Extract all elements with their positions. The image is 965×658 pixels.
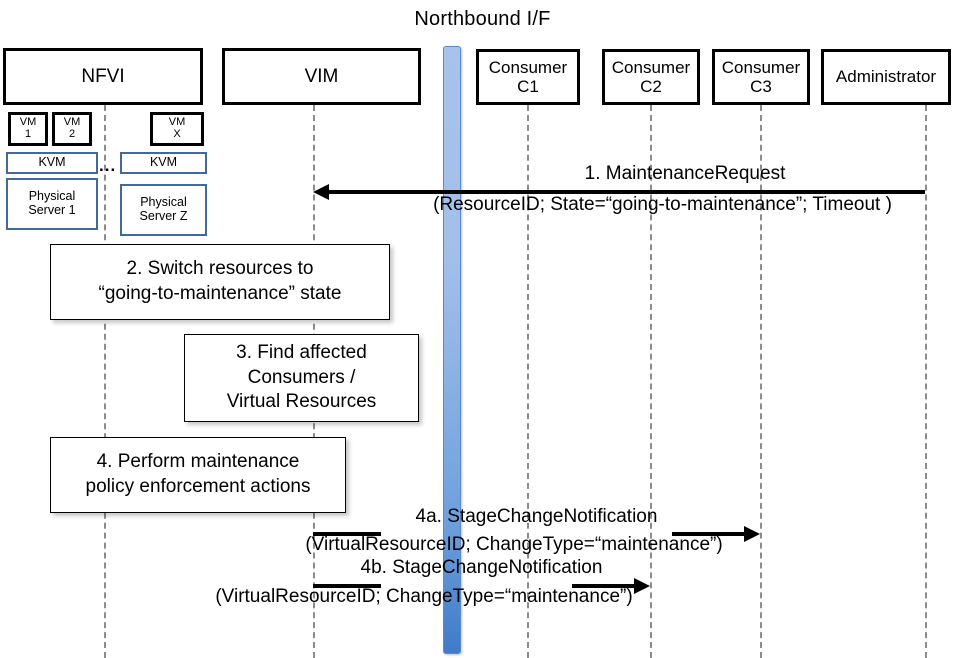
vm-label-2-line1: VM	[63, 116, 81, 129]
message-4b-title: 4b. StageChangeNotification	[360, 557, 603, 578]
message-4b-line-stub	[313, 584, 381, 588]
step-4-line1: 4. Perform maintenance	[96, 451, 300, 473]
lifeline-c2	[650, 105, 652, 658]
message-4a-params: (VirtualResourceID; ChangeType=“maintena…	[305, 534, 723, 555]
vm-box-x[interactable]: VM X	[150, 112, 204, 146]
step-2-line2: “going-to-maintenance” state	[98, 283, 342, 304]
actor-label-consumer-c1-line1: Consumer	[488, 57, 568, 77]
actor-box-consumer-c1[interactable]: Consumer C1	[476, 49, 580, 105]
message-4a-arrowhead	[744, 526, 760, 542]
actor-label-consumer-c2-line1: Consumer	[611, 57, 691, 77]
message-1-line	[325, 190, 925, 194]
physical-server-1-box[interactable]: Physical Server 1	[6, 178, 98, 230]
step-2-line1: 2. Switch resources to	[126, 258, 314, 280]
message-4a-line-stub	[313, 532, 381, 536]
actor-label-consumer-c2-line2: C2	[640, 77, 662, 96]
actor-label-consumer-c3-line1: Consumer	[721, 57, 801, 77]
message-4a-title: 4a. StageChangeNotification	[415, 506, 658, 527]
vm-box-1[interactable]: VM 1	[8, 112, 48, 146]
northbound-interface-bar	[443, 46, 461, 654]
vm-label-1-line1: VM	[19, 116, 37, 129]
actor-label-vim: VIM	[304, 65, 339, 87]
kvm-label-left: KVM	[38, 155, 66, 170]
actor-label-consumer-c1-line2: C1	[517, 77, 539, 96]
physical-server-1-line1: Physical	[28, 189, 76, 204]
message-1-title: 1. MaintenanceRequest	[584, 163, 786, 184]
vm-box-2[interactable]: VM 2	[52, 112, 92, 146]
step-4-line2: policy enforcement actions	[85, 476, 311, 497]
stack-ellipsis: ...	[99, 156, 117, 175]
actor-label-administrator: Administrator	[835, 67, 937, 87]
actor-label-consumer-c3-line2: C3	[750, 77, 772, 96]
step-box-2[interactable]: 2. Switch resources to “going-to-mainten…	[50, 244, 390, 320]
message-1-arrowhead	[313, 184, 329, 200]
actor-box-nfvi[interactable]: NFVI	[3, 48, 203, 105]
message-1-params: (ResourceID; State=“going-to-maintenance…	[433, 194, 892, 215]
actor-box-administrator[interactable]: Administrator	[821, 49, 951, 105]
lifeline-admin	[925, 105, 927, 658]
step-box-3[interactable]: 3. Find affected Consumers / Virtual Res…	[184, 334, 419, 422]
kvm-box-right[interactable]: KVM	[120, 152, 207, 174]
step-3-line1: 3. Find affected	[236, 341, 367, 363]
kvm-label-right: KVM	[149, 155, 178, 170]
diagram-title: Northbound I/F	[414, 8, 551, 30]
message-4b-params: (VirtualResourceID; ChangeType=“maintena…	[215, 586, 633, 607]
lifeline-c3	[760, 105, 762, 658]
step-3-line3: Virtual Resources	[226, 391, 377, 413]
physical-server-z-box[interactable]: Physical Server Z	[120, 184, 207, 236]
message-4b-arrowhead	[634, 578, 650, 594]
actor-box-vim[interactable]: VIM	[222, 48, 421, 105]
step-box-4[interactable]: 4. Perform maintenance policy enforcemen…	[50, 437, 346, 513]
vm-label-x-line1: VM	[168, 116, 186, 129]
actor-label-nfvi: NFVI	[81, 65, 125, 87]
step-3-line2: Consumers /	[247, 366, 356, 388]
physical-server-1-line2: Server 1	[28, 203, 76, 217]
kvm-box-left[interactable]: KVM	[6, 152, 98, 174]
lifeline-nfvi	[104, 105, 106, 658]
physical-server-z-line2: Server Z	[139, 209, 188, 223]
actor-box-consumer-c2[interactable]: Consumer C2	[602, 49, 700, 105]
lifeline-c1	[527, 105, 529, 658]
message-4a-line	[672, 532, 746, 536]
vm-label-2-line2: 2	[68, 128, 76, 140]
message-4b-line	[572, 584, 636, 588]
actor-box-consumer-c3[interactable]: Consumer C3	[712, 49, 810, 105]
physical-server-z-line1: Physical	[140, 195, 187, 210]
vm-label-1-line2: 1	[24, 128, 32, 140]
vm-label-x-line2: X	[173, 128, 181, 140]
